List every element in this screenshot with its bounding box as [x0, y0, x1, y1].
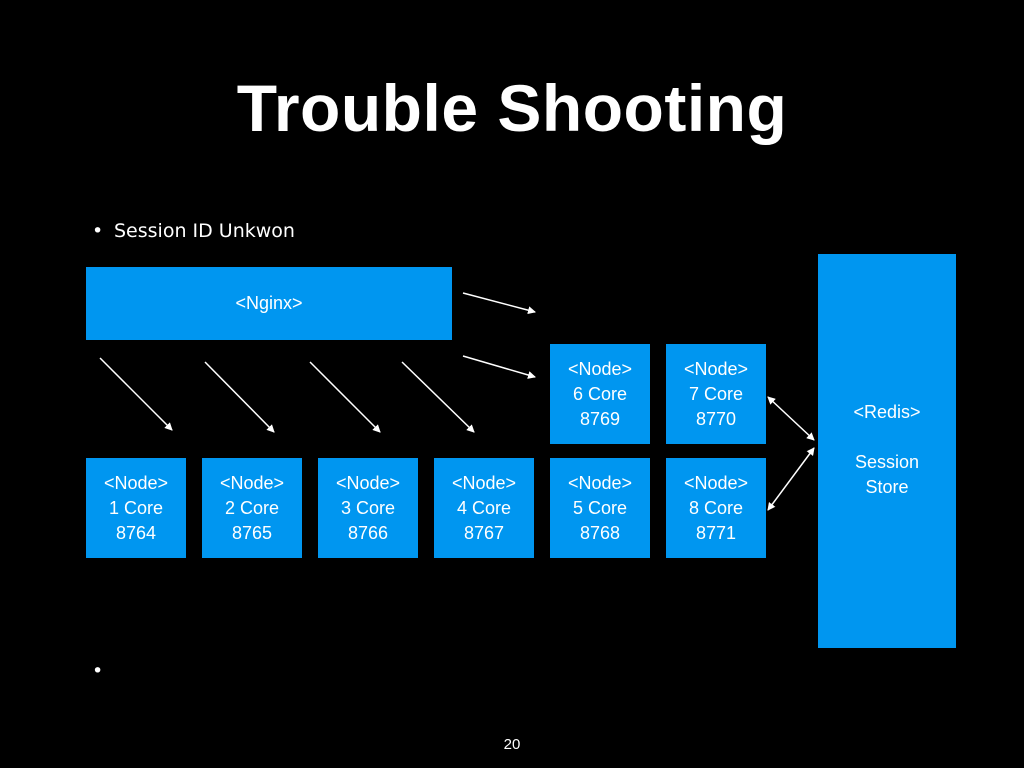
arrow-node-8-redis [767, 447, 815, 511]
arrow-nginx-to-node-3 [309, 361, 381, 433]
node-box-3: <Node> 3 Core 8766 [318, 458, 418, 558]
redis-box: <Redis> Session Store [818, 254, 956, 648]
redis-sublabel-store: Store [865, 477, 909, 497]
node-cores: 2 Core [224, 497, 280, 518]
bullet-text: Session ID Unkwon [114, 220, 295, 242]
node-cores: 8 Core [688, 497, 744, 518]
node-tag: <Node> [683, 472, 749, 493]
node-box-8: <Node> 8 Core 8771 [666, 458, 766, 558]
arrow-nginx-to-node-1 [99, 357, 173, 431]
node-tag: <Node> [451, 472, 517, 493]
node-box-2: <Node> 2 Core 8765 [202, 458, 302, 558]
node-tag: <Node> [567, 358, 633, 379]
nginx-label: <Nginx> [235, 293, 303, 313]
node-box-1: <Node> 1 Core 8764 [86, 458, 186, 558]
node-port: 8769 [579, 408, 621, 429]
node-box-5: <Node> 5 Core 8768 [550, 458, 650, 558]
node-cores: 1 Core [108, 497, 164, 518]
slide-title: Trouble Shooting [236, 71, 788, 145]
page-number: 20 [503, 736, 521, 753]
bullet-dot: • [92, 660, 104, 682]
nginx-box: <Nginx> [86, 267, 452, 340]
node-tag: <Node> [219, 472, 285, 493]
node-cores: 4 Core [456, 497, 512, 518]
node-port: 8770 [695, 408, 737, 429]
node-port: 8765 [231, 522, 273, 543]
node-cores: 3 Core [340, 497, 396, 518]
arrow-nginx-to-node-6 [462, 355, 536, 379]
arrow-node-7-redis [767, 396, 815, 441]
node-port: 8771 [695, 522, 737, 543]
node-tag: <Node> [683, 358, 749, 379]
node-cores: 7 Core [688, 383, 744, 404]
bullet-dot: • [92, 220, 104, 242]
node-port: 8767 [463, 522, 505, 543]
node-tag: <Node> [567, 472, 633, 493]
node-port: 8764 [115, 522, 157, 543]
redis-label: <Redis> [853, 402, 921, 422]
node-box-7: <Node> 7 Core 8770 [666, 344, 766, 444]
node-tag: <Node> [335, 472, 401, 493]
node-tag: <Node> [103, 472, 169, 493]
node-box-6: <Node> 6 Core 8769 [550, 344, 650, 444]
node-port: 8768 [579, 522, 621, 543]
node-cores: 5 Core [572, 497, 628, 518]
arrow-nginx-to-node-5 [462, 292, 536, 315]
node-box-4: <Node> 4 Core 8767 [434, 458, 534, 558]
redis-sublabel-session: Session [854, 452, 920, 472]
node-port: 8766 [347, 522, 389, 543]
bullet-item-1: • Session ID Unkwon [92, 220, 295, 242]
arrow-nginx-to-node-2 [204, 361, 275, 433]
node-cores: 6 Core [572, 383, 628, 404]
bullet-item-2: • [92, 660, 114, 682]
arrow-nginx-to-node-4 [401, 361, 475, 433]
